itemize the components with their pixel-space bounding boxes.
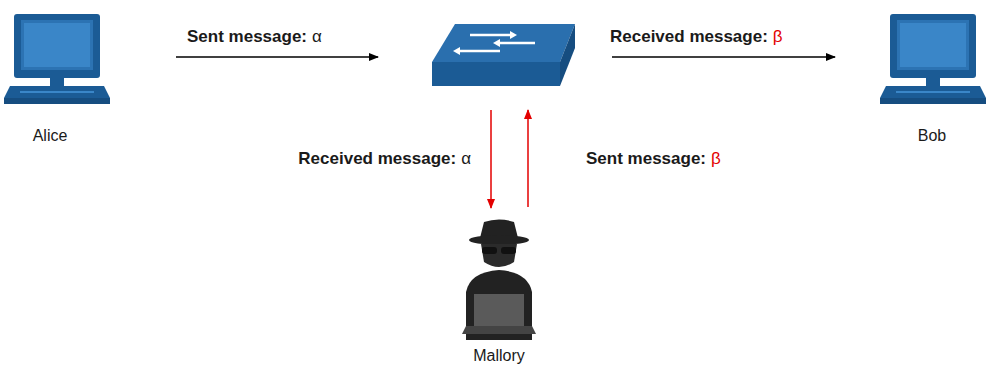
message-symbol: β (711, 149, 721, 168)
intercept-arrow (490, 110, 492, 208)
computer-node: Bob (876, 10, 988, 145)
message-symbol: β (773, 27, 783, 46)
message-caption: Sent message: (187, 27, 307, 46)
message-label: Sent message: α (187, 27, 322, 47)
attacker-node: Mallory (440, 215, 558, 365)
node-name: Mallory (440, 347, 558, 365)
message-label: Received message: β (610, 27, 783, 47)
message-caption: Received message: (298, 149, 456, 168)
computer-icon (4, 14, 110, 104)
computer-node: Alice (0, 10, 100, 145)
node-name: Alice (0, 127, 100, 145)
arrow (176, 56, 378, 58)
message-label: Received message: α (298, 149, 471, 169)
attacker-figure (462, 220, 536, 341)
message-symbol: α (312, 27, 322, 46)
message-caption: Sent message: (586, 149, 706, 168)
inject-arrow (527, 110, 529, 207)
arrow (612, 56, 835, 58)
message-symbol: α (461, 149, 471, 168)
message-caption: Received message: (610, 27, 768, 46)
message-label: Sent message: β (586, 149, 721, 169)
node-name: Bob (876, 127, 988, 145)
computer-icon (880, 14, 986, 104)
switch-icon (432, 24, 575, 86)
